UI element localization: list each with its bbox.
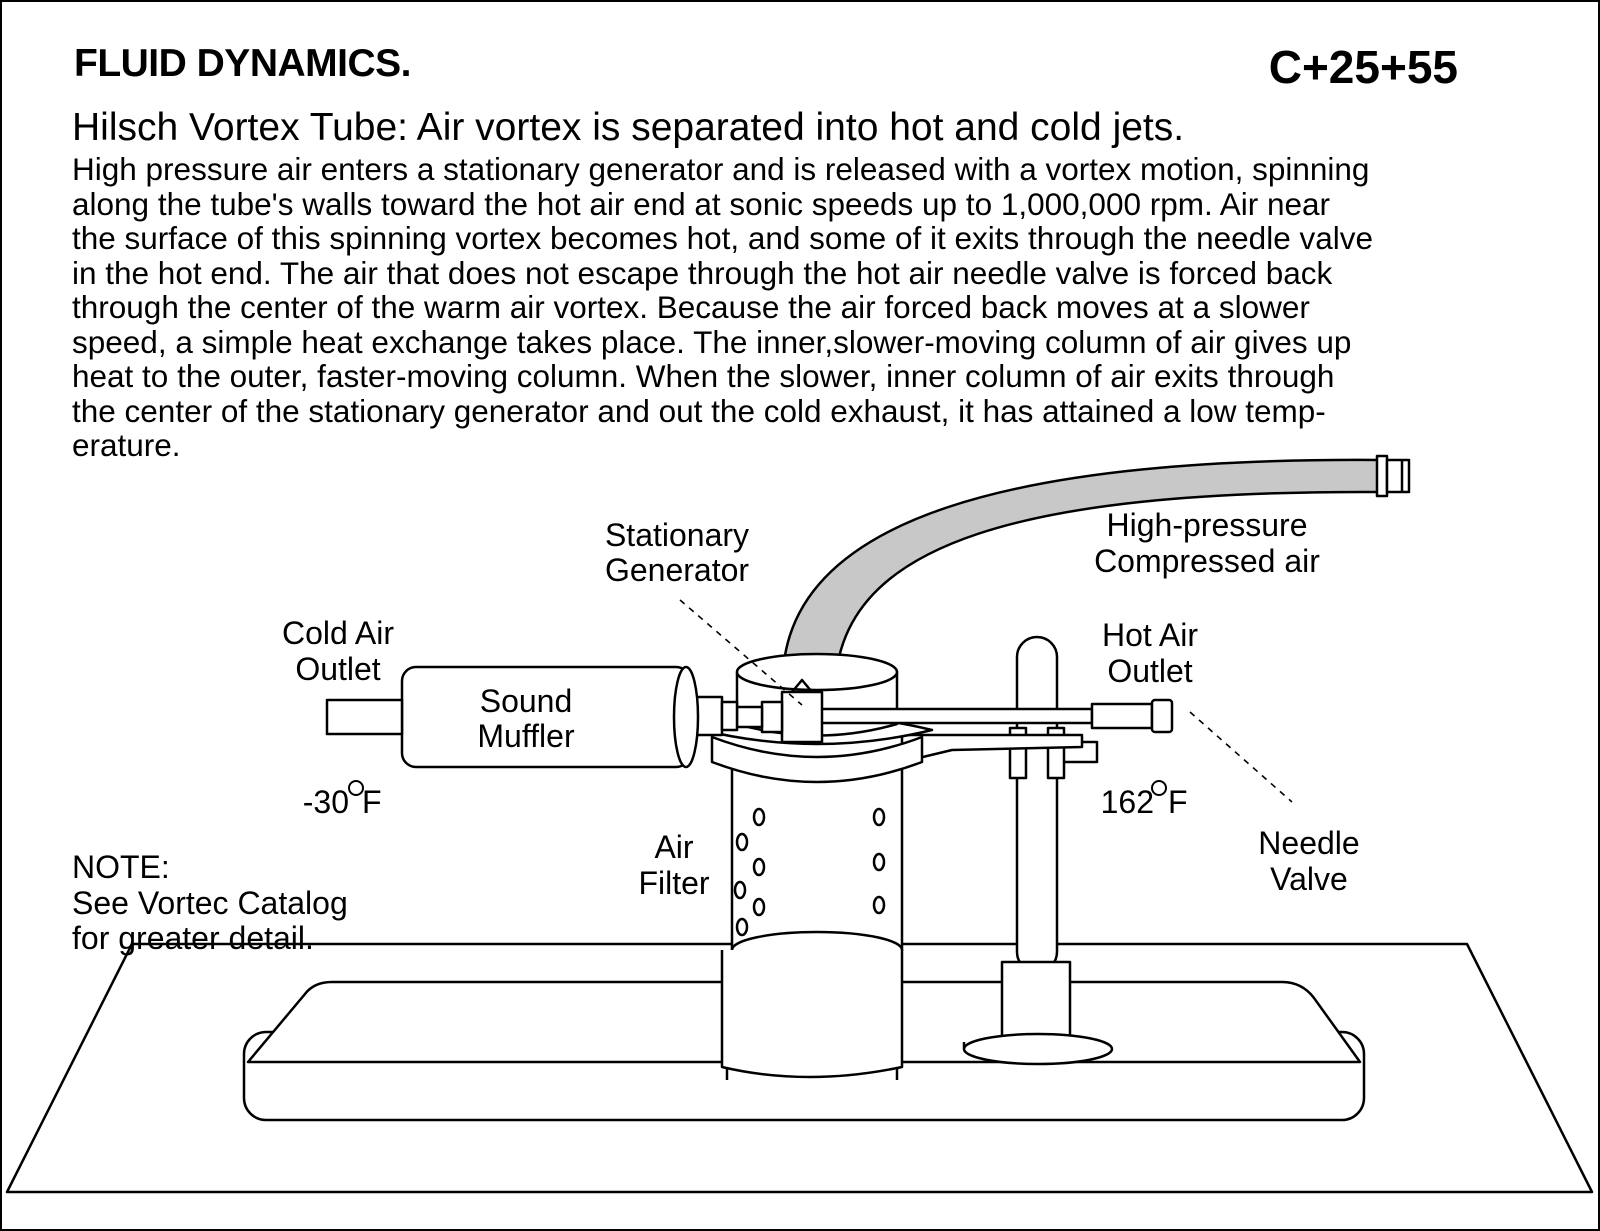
hose-fitting	[1385, 458, 1411, 494]
degree-symbol-cold	[348, 780, 364, 796]
experiment-code: C+25+55	[1268, 41, 1458, 93]
description-line: erature.	[72, 427, 181, 463]
description-line: the center of the stationary generator a…	[72, 392, 1326, 429]
note-line-1: NOTE:	[72, 849, 170, 885]
leader-needle-valve	[1189, 711, 1293, 803]
label-cold-air-outlet-2: Outlet	[295, 651, 380, 687]
label-cold-temp: -30	[303, 784, 349, 820]
vortex-tube	[790, 707, 1094, 725]
description-line: in the hot end. The air that does not es…	[72, 254, 1333, 291]
headline: Hilsch Vortex Tube: Air vortex is separa…	[72, 106, 1185, 149]
label-needle-valve-2: Valve	[1270, 861, 1348, 897]
label-air-filter-2: Filter	[638, 865, 709, 901]
hose-coupling	[1375, 454, 1389, 498]
note-line-3: for greater detail.	[72, 920, 314, 956]
label-stationary-generator-2: Generator	[605, 552, 749, 588]
label-air-filter-1: Air	[654, 829, 693, 865]
filter-base	[720, 950, 904, 1079]
description-line: through the center of the warm air vorte…	[72, 289, 1310, 325]
label-hot-temp-unit: F	[1168, 784, 1188, 820]
stand-base	[962, 1032, 1114, 1066]
label-hot-air-outlet-1: Hot Air	[1102, 617, 1198, 653]
label-cold-air-outlet-1: Cold Air	[282, 615, 394, 651]
label-needle-valve-1: Needle	[1258, 825, 1359, 861]
center-fitting	[780, 690, 824, 744]
description-line: High pressure air enters a stationary ge…	[72, 151, 1370, 187]
label-sound-muffler-2: Muffler	[477, 718, 575, 754]
degree-symbol-hot	[1151, 780, 1167, 796]
label-stationary-generator-1: Stationary	[605, 517, 749, 553]
needle-valve-body	[1090, 702, 1154, 730]
description: High pressure air enters a stationary ge…	[72, 152, 1552, 463]
description-line: speed, a simple heat exchange takes plac…	[72, 323, 1352, 360]
cold-air-pipe	[325, 698, 404, 736]
category-title: FLUID DYNAMICS.	[74, 42, 412, 85]
description-line: the surface of this spinning vortex beco…	[72, 220, 1374, 256]
label-sound-muffler-1: Sound	[480, 683, 573, 719]
stand-rod	[1015, 635, 1059, 974]
label-compressed-air-2: Compressed air	[1094, 543, 1320, 579]
description-line: heat to the outer, faster-moving column.…	[72, 358, 1335, 394]
note-line-2: See Vortec Catalog	[72, 885, 348, 921]
needle-valve-knob	[1150, 698, 1174, 734]
label-compressed-air-1: High-pressure	[1107, 507, 1308, 543]
filter-holes	[733, 807, 886, 937]
generator-collar	[710, 735, 924, 784]
label-cold-temp-unit: F	[362, 784, 382, 820]
description-line: along the tube's walls toward the hot ai…	[72, 185, 1331, 222]
cold-nut	[695, 695, 724, 737]
label-hot-temp: 162	[1101, 784, 1154, 820]
leader-generator	[679, 599, 803, 706]
label-hot-air-outlet-2: Outlet	[1107, 653, 1192, 689]
